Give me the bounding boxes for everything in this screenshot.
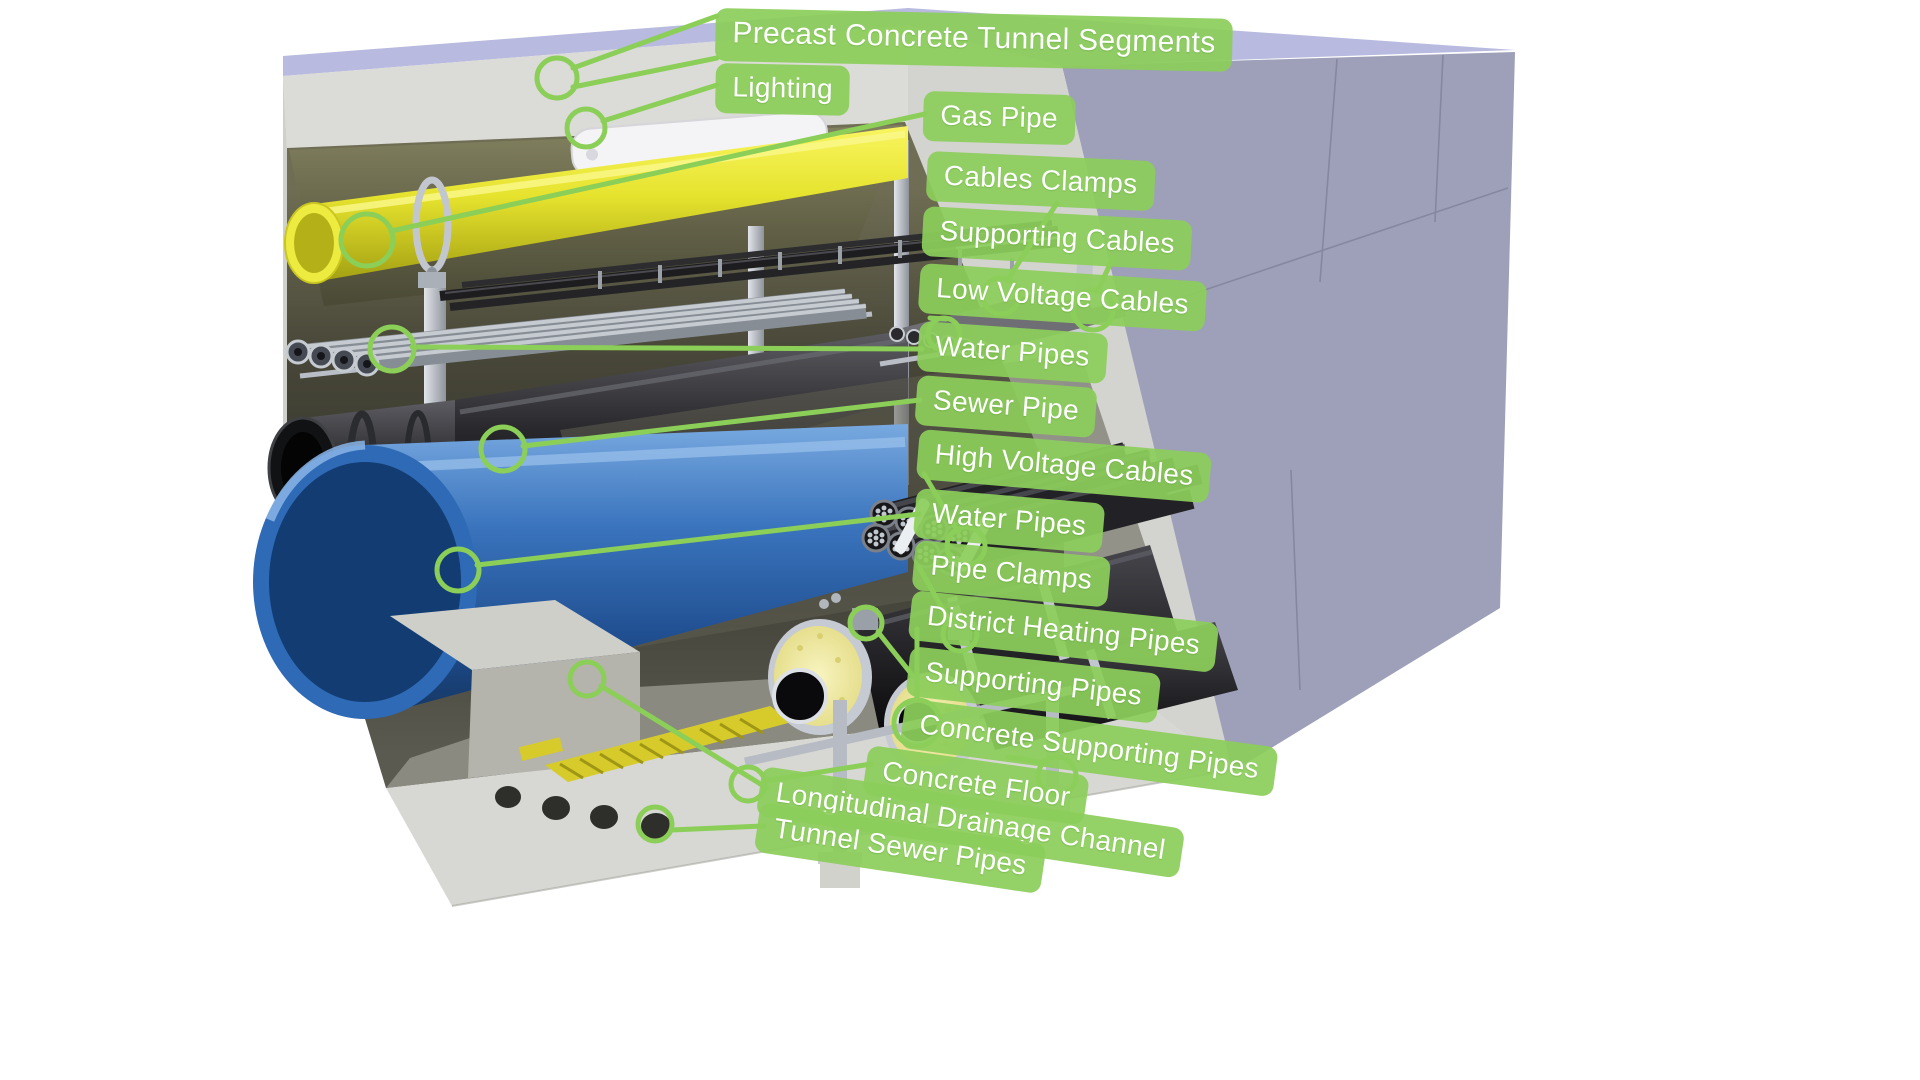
leader-precast-a <box>570 13 720 71</box>
leader-gas-pipe <box>388 111 928 234</box>
circle-sewer-pipe <box>478 424 528 474</box>
leader-tunnel-sewer-pipes <box>668 823 767 833</box>
leader-water-pipes-upper <box>409 344 925 352</box>
gas-pipe-bracket <box>418 272 446 288</box>
circle-lighting <box>564 106 608 150</box>
concrete-ledge-face <box>468 652 640 778</box>
leader-lighting <box>600 82 720 124</box>
water-pipe-ends <box>285 339 380 377</box>
circle-precast <box>534 55 580 101</box>
leader-precast-b <box>570 55 720 90</box>
tunnel-left-wall-cut <box>283 76 287 468</box>
label-gas-pipe: Gas Pipe <box>922 91 1076 146</box>
tunnel-sewer-pipe-holes <box>495 786 671 839</box>
label-lighting: Lighting <box>714 63 851 116</box>
circle-tunnel-sewer-pipes <box>635 804 675 844</box>
water-pipes-small <box>285 288 873 379</box>
leader-water-pipes-lower <box>474 511 922 568</box>
circle-water-pipes-lower <box>434 546 482 594</box>
gas-pipe <box>284 126 908 288</box>
leader-sewer-pipe <box>520 397 923 449</box>
label-cables-clamps: Cables Clamps <box>925 151 1156 212</box>
circle-supporting-pipes <box>847 604 885 642</box>
light-sensor-dot <box>586 148 599 161</box>
label-precast-concrete-tunnel-segments: Precast Concrete Tunnel Segments <box>714 8 1234 72</box>
supporting-pipes-bracket <box>852 608 878 630</box>
leader-supporting-pipes <box>875 629 916 679</box>
circle-water-pipes-upper <box>367 324 417 374</box>
segment-seam-lines <box>1159 54 1509 691</box>
circle-longitudinal-drainage <box>567 659 607 699</box>
circle-gas-pipe <box>338 211 396 269</box>
concrete-ledge-top <box>390 600 640 670</box>
